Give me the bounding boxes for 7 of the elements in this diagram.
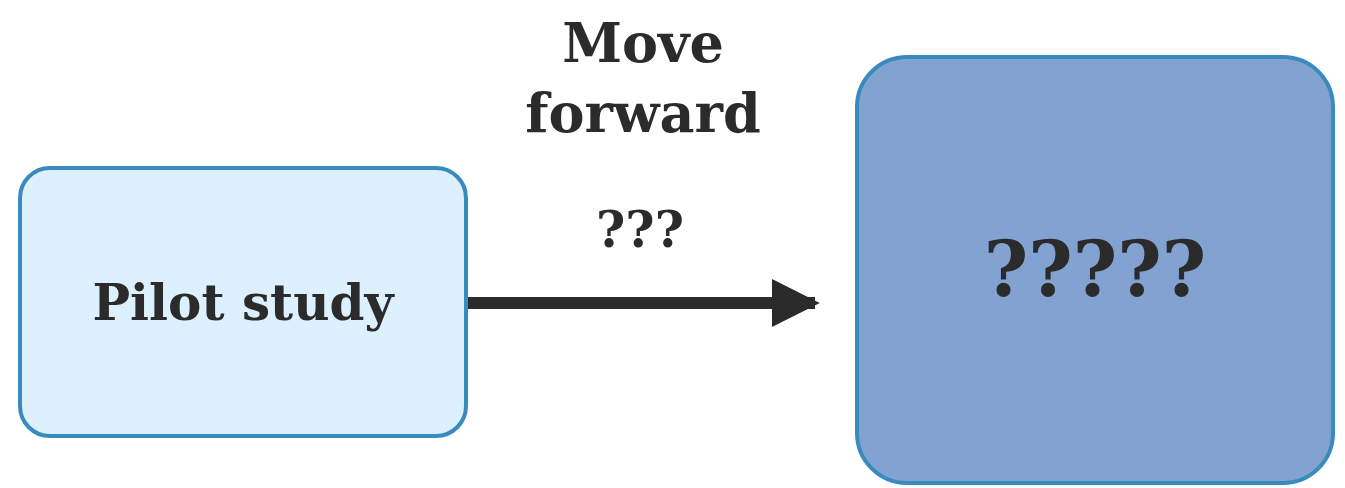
node-label: Pilot study [92, 271, 394, 334]
annotation: Move forward [524, 10, 762, 148]
arrow [468, 279, 820, 327]
process-box [855, 55, 1335, 485]
node-label: ????? [983, 224, 1207, 316]
edge-label: ??? [595, 205, 685, 255]
process-box [18, 166, 468, 438]
